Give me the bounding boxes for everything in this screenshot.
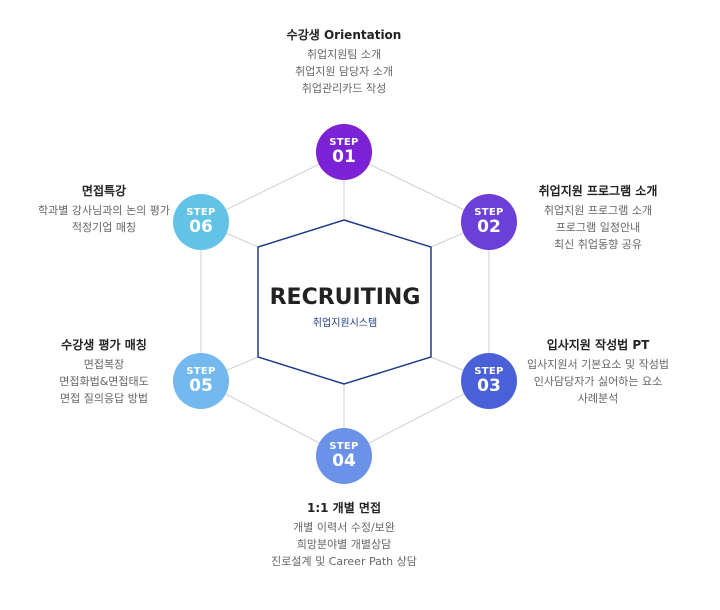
step-detail: 면접복장 (83, 358, 125, 371)
step-04-circle: STEP 04 (316, 428, 372, 484)
step-detail: 취업지원 담당자 소개 (294, 65, 394, 78)
step-detail: 프로그램 일정안내 (555, 221, 641, 234)
step-number: 02 (477, 217, 501, 237)
step-detail: 최신 취업동향 공유 (554, 238, 642, 251)
step-02-circle: STEP 02 (461, 194, 517, 250)
step-title: 입사지원 작성법 PT (546, 338, 650, 352)
step-title: 취업지원 프로그램 소개 (538, 184, 658, 198)
step-detail: 인사담당자가 싫어하는 요소 (533, 375, 663, 388)
step-detail: 입사지원서 기본요소 및 작성법 (526, 358, 670, 371)
step-06-description: 면접특강 학과별 강사님과의 논의 평가 적정기업 매칭 (4, 183, 204, 236)
step-number: 03 (477, 376, 501, 396)
step-04-description: 1:1 개별 면접 개별 이력서 수정/보완 희망분야별 개별상담 진로설계 및… (244, 500, 444, 570)
step-06-circle: STEP 06 (173, 194, 229, 250)
step-detail: 취업관리카드 작성 (301, 82, 387, 95)
inner-hexagon (257, 219, 432, 385)
step-number: 04 (332, 451, 356, 471)
step-detail: 면접 질의응답 방법 (60, 392, 148, 405)
step-02-description: 취업지원 프로그램 소개 취업지원 프로그램 소개 프로그램 일정안내 최신 취… (498, 183, 698, 253)
step-01-circle: STEP 01 (316, 124, 372, 180)
step-detail: 취업지원팀 소개 (306, 48, 382, 61)
step-title: 1:1 개별 면접 (306, 501, 381, 515)
center-subtitle: 취업지원시스템 (312, 318, 378, 329)
step-label: STEP (186, 366, 216, 377)
step-detail: 면접화법&면접태도 (59, 375, 149, 388)
step-detail: 개별 이력서 수정/보완 (293, 521, 395, 534)
step-number: 06 (189, 217, 213, 237)
step-detail: 사례분석 (577, 392, 619, 405)
step-title: 수강생 Orientation (286, 28, 402, 42)
step-label: STEP (186, 207, 216, 218)
step-detail: 진로설계 및 Career Path 상담 (271, 555, 417, 568)
step-03-circle: STEP 03 (461, 353, 517, 409)
step-label: STEP (329, 441, 359, 452)
step-label: STEP (474, 207, 504, 218)
step-detail: 취업지원 프로그램 소개 (543, 204, 653, 217)
step-number: 05 (189, 376, 213, 396)
step-detail: 적정기업 매칭 (71, 221, 137, 234)
step-05-description: 수강생 평가 매칭 면접복장 면접화법&면접태도 면접 질의응답 방법 (4, 337, 204, 407)
step-detail: 희망분야별 개별상담 (296, 538, 392, 551)
step-label: STEP (329, 137, 359, 148)
step-01-description: 수강생 Orientation 취업지원팀 소개 취업지원 담당자 소개 취업관… (244, 27, 444, 97)
step-title: 면접특강 (81, 184, 127, 198)
step-05-circle: STEP 05 (173, 353, 229, 409)
step-detail: 학과별 강사님과의 논의 평가 (38, 204, 170, 217)
step-title: 수강생 평가 매칭 (61, 338, 147, 352)
step-03-description: 입사지원 작성법 PT 입사지원서 기본요소 및 작성법 인사담당자가 싫어하는… (498, 337, 698, 407)
center-title: RECRUITING (269, 285, 421, 310)
step-number: 01 (332, 147, 356, 167)
step-label: STEP (474, 366, 504, 377)
